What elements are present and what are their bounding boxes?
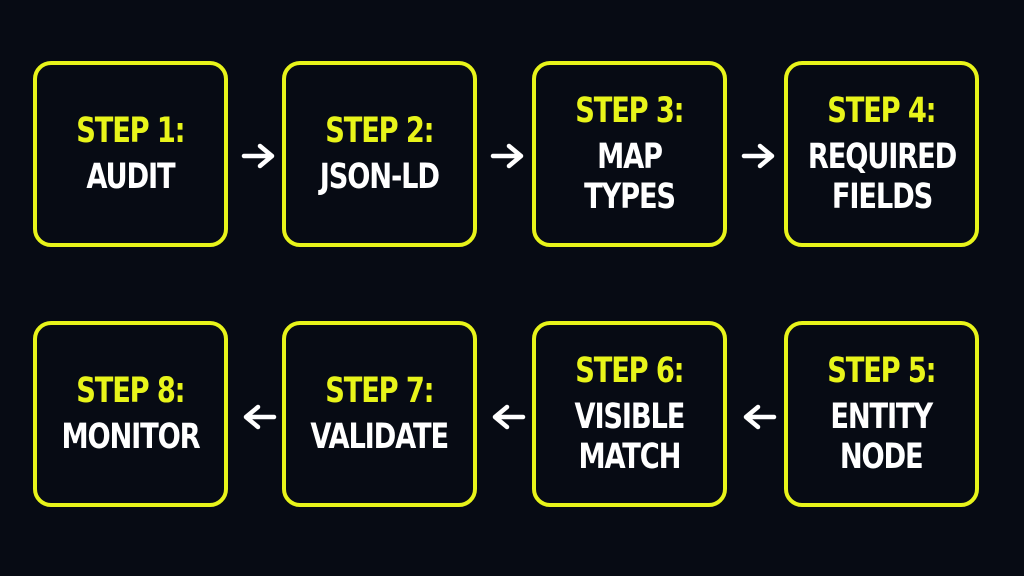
step-3-label: MAP TYPES (584, 137, 676, 217)
step-7-box: STEP 7: VALIDATE (282, 321, 477, 507)
arrow-left-icon (489, 402, 527, 432)
step-6-label: VISIBLE MATCH (574, 397, 686, 477)
arrow-left-icon (240, 402, 278, 432)
step-1-title: STEP 1: (76, 111, 185, 151)
step-4-label: REQUIRED FIELDS (807, 137, 956, 217)
arrow-left-icon (740, 402, 778, 432)
arrow-right-icon (740, 141, 778, 171)
step-5-box: STEP 5: ENTITY NODE (784, 321, 979, 507)
step-7-label: VALIDATE (310, 417, 450, 457)
arrow-right-icon (240, 141, 278, 171)
step-4-box: STEP 4: REQUIRED FIELDS (784, 61, 979, 247)
step-8-title: STEP 8: (76, 371, 185, 411)
step-8-label: MONITOR (61, 417, 200, 457)
step-1-label: AUDIT (86, 157, 175, 197)
arrow-right-icon (489, 141, 527, 171)
step-5-title: STEP 5: (827, 351, 936, 391)
step-6-title: STEP 6: (575, 351, 684, 391)
step-4-title: STEP 4: (827, 91, 936, 131)
step-8-box: STEP 8: MONITOR (33, 321, 228, 507)
step-6-box: STEP 6: VISIBLE MATCH (532, 321, 727, 507)
step-1-box: STEP 1: AUDIT (33, 61, 228, 247)
step-2-box: STEP 2: JSON-LD (282, 61, 477, 247)
step-3-title: STEP 3: (575, 91, 684, 131)
step-5-label: ENTITY NODE (830, 397, 934, 477)
step-2-title: STEP 2: (325, 111, 434, 151)
step-7-title: STEP 7: (325, 371, 434, 411)
step-2-label: JSON-LD (319, 157, 440, 197)
step-3-box: STEP 3: MAP TYPES (532, 61, 727, 247)
